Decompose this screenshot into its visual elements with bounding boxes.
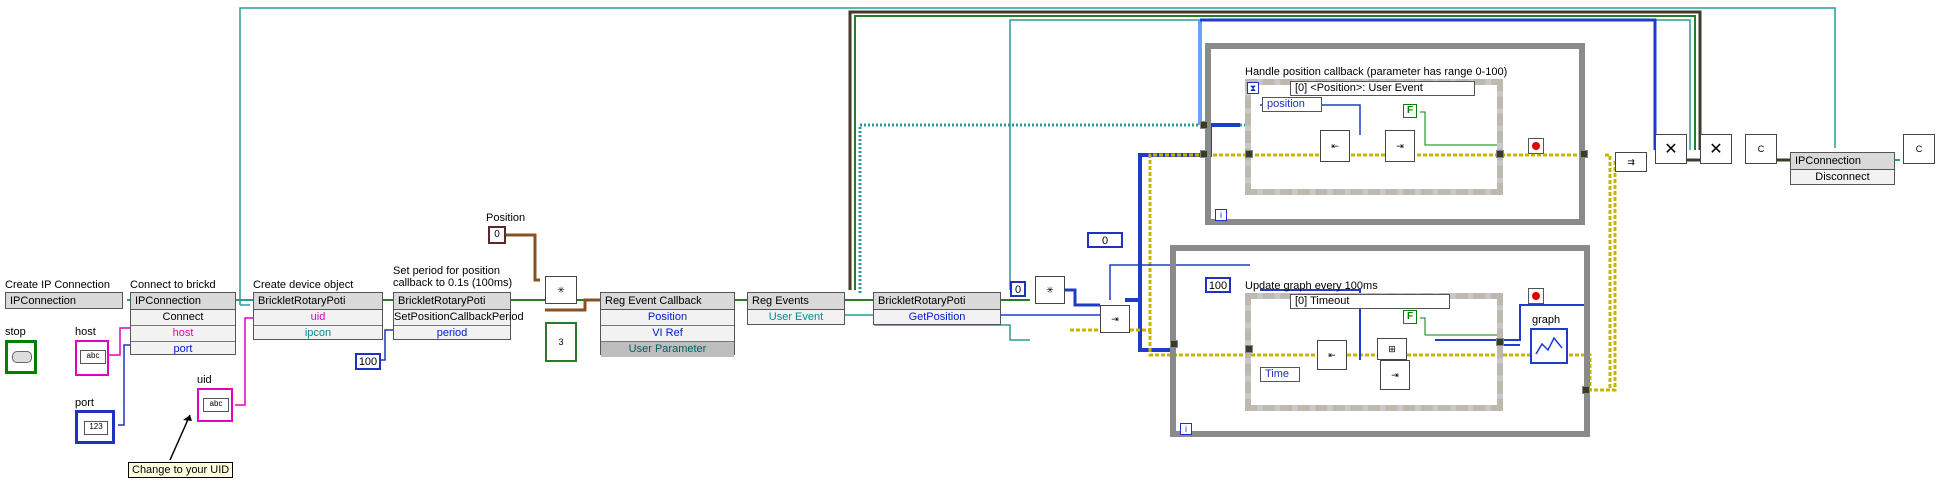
reg-event-callback-node[interactable]: Reg Event Callback Position VI Ref User … (600, 292, 735, 357)
position-event-type[interactable]: 0 (488, 226, 506, 244)
set-period-method: SetPositionCallbackPeriod (394, 310, 524, 326)
false-constant-2[interactable]: F (1403, 310, 1417, 324)
timeout-event-structure (1245, 293, 1503, 411)
bricklet-get-header: BrickletRotaryPoti (878, 295, 966, 307)
uid-label: uid (197, 374, 212, 386)
close-ipcon-icon[interactable]: C (1903, 134, 1935, 164)
period-constant[interactable]: 100 (355, 353, 381, 370)
position-event-terminal: Position (601, 310, 734, 326)
timeout-case-selector[interactable]: [0] Timeout (1290, 294, 1450, 309)
update-graph-label: Update graph every 100ms (1245, 280, 1378, 292)
destroy-event-icon[interactable]: ✕ (1700, 134, 1732, 164)
callback-vi-icon[interactable]: 3 (545, 322, 577, 362)
ipcon-disc-header: IPConnection (1795, 155, 1862, 167)
change-uid-comment: Change to your UID (128, 462, 234, 478)
graph-label: graph (1532, 314, 1561, 326)
position-case-selector[interactable]: [0] <Position>: User Event (1290, 81, 1475, 96)
close-bricklet-icon[interactable]: C (1745, 134, 1777, 164)
handle-position-label: Handle position callback (parameter has … (1245, 66, 1508, 78)
connect-method: Connect (131, 310, 235, 326)
waveform-chart-icon (1535, 336, 1563, 355)
tunnel (1580, 150, 1588, 158)
tunnel (1200, 121, 1208, 129)
reg-events-node[interactable]: Reg Events User Event (747, 292, 845, 325)
zero-constant-b[interactable]: 0 (1087, 232, 1123, 248)
set-period-label: Set period for position callback to 0.1s… (393, 265, 513, 289)
create-user-event-icon[interactable]: ✳ (545, 276, 577, 304)
loop-iteration-terminal: i (1215, 209, 1227, 221)
array-build-icon[interactable]: ⊞ (1377, 338, 1407, 360)
merge-errors-icon[interactable]: ⇉ (1615, 152, 1647, 172)
bricklet-set-header: BrickletRotaryPoti (398, 295, 486, 307)
loop-iteration-terminal-2: i (1180, 423, 1192, 435)
ipconnection-disconnect-node[interactable]: IPConnection Disconnect (1790, 152, 1895, 185)
toggle-icon (12, 351, 32, 363)
zero-constant-a[interactable]: 0 (1010, 281, 1026, 297)
stop-label: stop (5, 326, 26, 338)
tunnel (1170, 340, 1178, 348)
event-timeout-terminal: ⧗ (1247, 82, 1259, 94)
reg-callback-header: Reg Event Callback (605, 295, 702, 307)
tunnel (1496, 338, 1504, 346)
disconnect-method: Disconnect (1815, 171, 1870, 183)
callback-count: 3 (558, 337, 564, 347)
bricklet-set-period-node[interactable]: BrickletRotaryPoti SetPositionCallbackPe… (393, 292, 524, 340)
enqueue-bottom-icon[interactable]: ⇥ (1380, 360, 1410, 390)
release-queue-icon[interactable]: ✕ (1655, 134, 1687, 164)
reg-events-header: Reg Events (752, 295, 809, 307)
host-terminal: host (131, 326, 235, 342)
dequeue-bottom-icon[interactable]: ⇤ (1317, 340, 1347, 370)
tunnel (1496, 150, 1504, 158)
host-value: abc (80, 350, 106, 364)
tunnel (1200, 150, 1208, 158)
bricklet-get-position-node[interactable]: BrickletRotaryPoti GetPosition (873, 292, 1001, 325)
uid-value: abc (203, 398, 229, 412)
connect-label: Connect to brickd (130, 279, 216, 291)
stop-control[interactable] (5, 340, 37, 374)
host-label: host (75, 326, 96, 338)
create-ip-label: Create IP Connection (5, 279, 110, 291)
dequeue-icon[interactable]: ⇤ (1320, 130, 1350, 162)
vi-ref-terminal: VI Ref (601, 326, 734, 342)
obtain-queue-icon[interactable]: ✳ (1035, 276, 1065, 304)
false-constant[interactable]: F (1403, 104, 1417, 118)
bricklet-create-header: BrickletRotaryPoti (258, 295, 346, 307)
user-event-terminal: User Event (768, 311, 824, 323)
tunnel (1582, 386, 1590, 394)
tunnel (1245, 345, 1253, 353)
uid-control[interactable]: abc (197, 388, 233, 422)
stop-terminal (1528, 138, 1544, 154)
tunnel (1245, 150, 1253, 158)
bricklet-constructor-node[interactable]: BrickletRotaryPoti uid ipcon (253, 292, 383, 340)
get-position-method: GetPosition (908, 311, 966, 323)
uid-terminal: uid (254, 310, 382, 326)
host-control[interactable]: abc (75, 340, 109, 376)
timeout-constant[interactable]: 100 (1205, 277, 1231, 293)
position-label: Position (486, 212, 526, 224)
port-value: 123 (84, 421, 108, 435)
ipconnection-label: IPConnection (10, 294, 77, 307)
enqueue-inner-icon[interactable]: ⇥ (1385, 130, 1415, 162)
period-terminal: period (436, 327, 468, 339)
port-control[interactable]: 123 (75, 410, 115, 444)
ipconnection-connect-node[interactable]: IPConnection Connect host port (130, 292, 236, 355)
time-data-node: Time (1260, 367, 1300, 382)
ipcon-terminal: ipcon (304, 327, 332, 339)
stop-terminal-2 (1528, 288, 1544, 304)
port-terminal: port (173, 343, 193, 355)
create-device-label: Create device object (253, 279, 354, 291)
ipcon-connect-header: IPConnection (135, 295, 202, 307)
port-label: port (75, 397, 94, 409)
position-while-loop: i (1205, 43, 1585, 225)
user-parameter-terminal: User Parameter (601, 342, 734, 357)
position-data-node: position (1262, 97, 1322, 112)
graph-indicator[interactable] (1530, 328, 1568, 364)
ipconnection-constructor[interactable]: IPConnection (5, 292, 123, 309)
enqueue-icon[interactable]: ⇥ (1100, 305, 1130, 333)
